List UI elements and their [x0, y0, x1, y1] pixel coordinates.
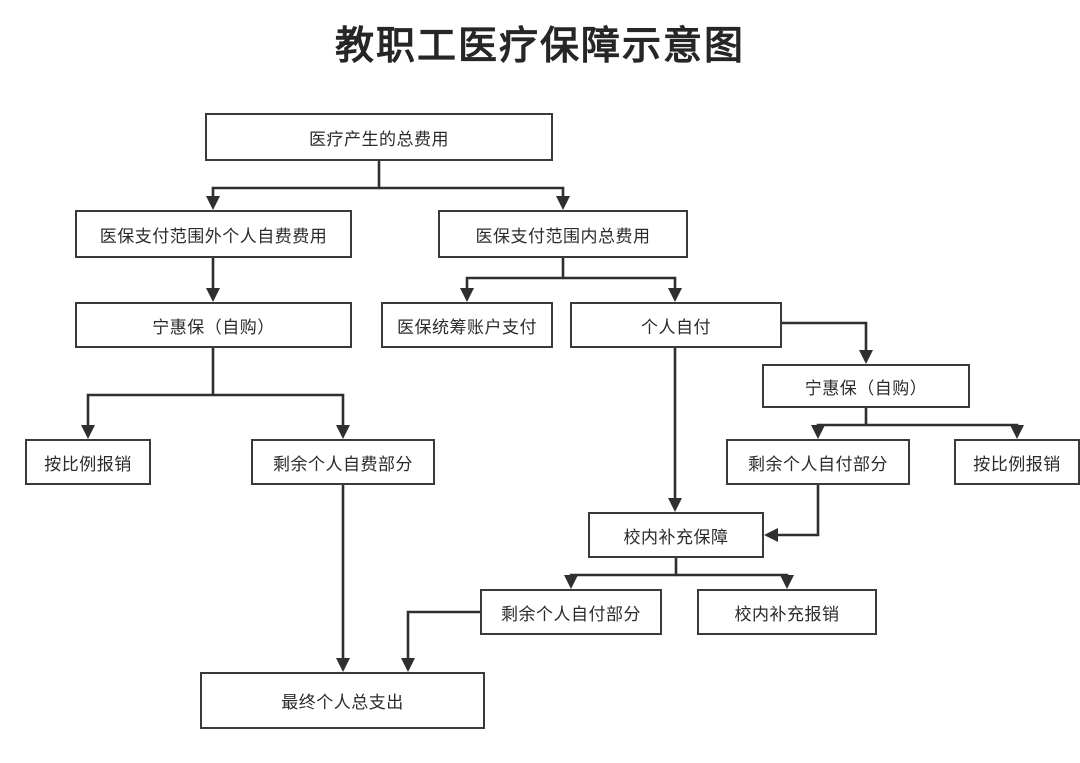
node-campus-supplement[interactable]: 校内补充保障 — [588, 512, 764, 558]
node-proportional-left[interactable]: 按比例报销 — [25, 439, 151, 485]
node-in-scope-total[interactable]: 医保支付范围内总费用 — [438, 210, 688, 258]
edge-ninghuibao-right-split — [811, 408, 1024, 439]
node-remaining-self-pay[interactable]: 剩余个人自费部分 — [251, 439, 435, 485]
node-total-cost[interactable]: 医疗产生的总费用 — [205, 113, 553, 161]
edge-personal-to-ninghuibao-right — [782, 321, 873, 364]
node-out-of-scope-self-pay[interactable]: 医保支付范围外个人自费费用 — [75, 210, 352, 258]
edge-personal-to-campus-supplement — [668, 348, 682, 512]
node-pooled-account-pay[interactable]: 医保统筹账户支付 — [381, 302, 553, 348]
node-remaining-personal-2[interactable]: 剩余个人自付部分 — [480, 589, 662, 635]
edge-inscope-split — [460, 258, 682, 302]
node-final-total[interactable]: 最终个人总支出 — [200, 672, 485, 729]
edge-campus-supplement-split — [564, 558, 794, 589]
page-title: 教职工医疗保障示意图 — [334, 24, 745, 69]
edge-remaining-selfpay-to-final — [336, 485, 350, 672]
node-personal-payment[interactable]: 个人自付 — [570, 302, 782, 348]
edge-total-cost-split — [206, 161, 570, 210]
node-ninghuibao-left[interactable]: 宁惠保（自购） — [75, 302, 352, 348]
edge-remaining-personal-to-campus — [764, 485, 820, 542]
edge-outofscope-to-ninghuibao — [206, 258, 220, 302]
edge-ninghuibao-left-split — [81, 348, 350, 439]
edge-remaining-personal2-to-final — [401, 610, 480, 672]
node-campus-reimburse[interactable]: 校内补充报销 — [697, 589, 877, 635]
node-ninghuibao-right[interactable]: 宁惠保（自购） — [762, 364, 970, 408]
node-proportional-right[interactable]: 按比例报销 — [954, 439, 1080, 485]
node-remaining-personal-1[interactable]: 剩余个人自付部分 — [726, 439, 910, 485]
